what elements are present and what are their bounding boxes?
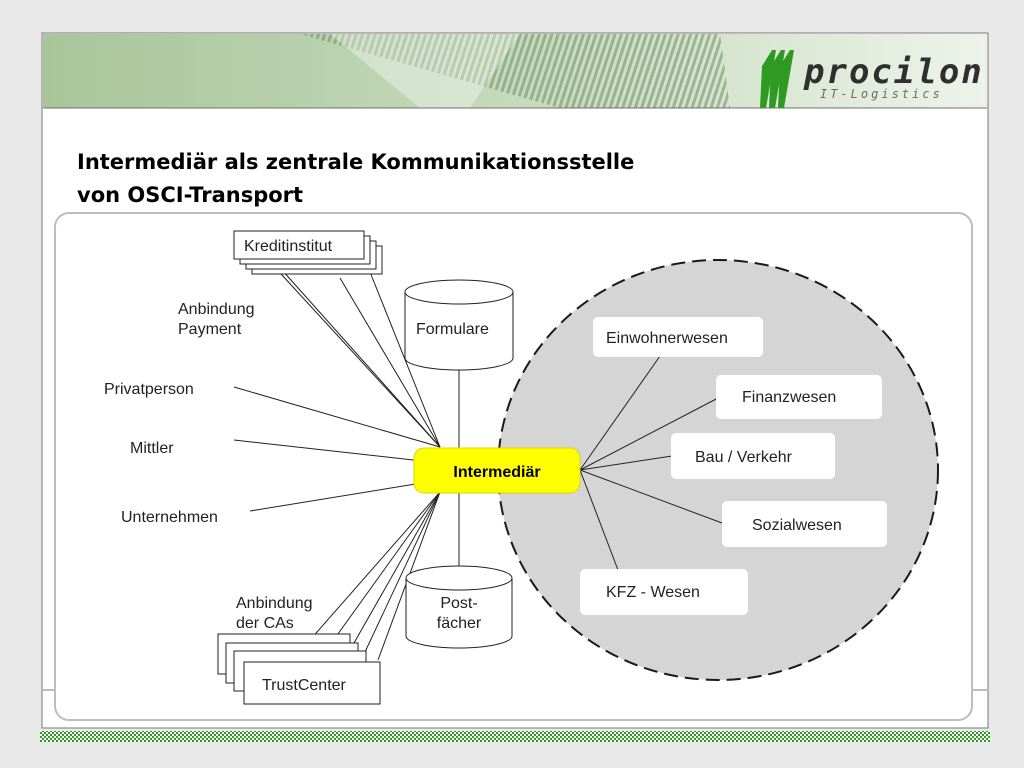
formulare-label: Formulare — [416, 321, 489, 338]
anbindung-payment-label-2: Payment — [178, 321, 242, 338]
kreditinstitut-label: Kreditinstitut — [244, 238, 333, 255]
postfaecher-label-1: Post- — [440, 595, 477, 612]
privatperson-label: Privatperson — [104, 381, 194, 398]
page-title-line-1: Intermediär als zentrale Kommunikationss… — [77, 150, 635, 174]
formulare-store — [404, 279, 514, 371]
sozialwesen-label: Sozialwesen — [752, 517, 842, 534]
footer-stripe — [40, 731, 990, 742]
anbindung-cas-label-1: Anbindung — [236, 595, 313, 612]
logo-bars-icon — [760, 50, 794, 108]
finanzwesen-label: Finanzwesen — [742, 389, 836, 406]
logo-name: procilon — [804, 52, 984, 92]
einwohnerwesen-label: Einwohnerwesen — [606, 330, 728, 347]
anbindung-payment-label-1: Anbindung — [178, 301, 255, 318]
kreditinstitut-stack — [233, 230, 383, 275]
intermediaer-label: Intermediär — [453, 464, 540, 481]
kfz-wesen-label: KFZ - Wesen — [606, 584, 700, 601]
page-title-line-2: von OSCI-Transport — [77, 183, 304, 207]
bau-verkehr-label: Bau / Verkehr — [695, 449, 793, 466]
header-streak — [300, 34, 730, 108]
service-boxes — [580, 317, 887, 615]
postfaecher-label-2: fächer — [437, 615, 482, 632]
unternehmen-label: Unternehmen — [121, 509, 218, 526]
trustcenter-stack — [217, 633, 381, 705]
mittler-label: Mittler — [130, 440, 174, 457]
intermediaer-node — [413, 447, 581, 494]
anbindung-cas-label-2: der CAs — [236, 615, 294, 632]
logo-tagline: IT-Logistics — [820, 87, 943, 101]
postfaecher-store — [405, 565, 513, 649]
trustcenter-label: TrustCenter — [262, 677, 347, 694]
